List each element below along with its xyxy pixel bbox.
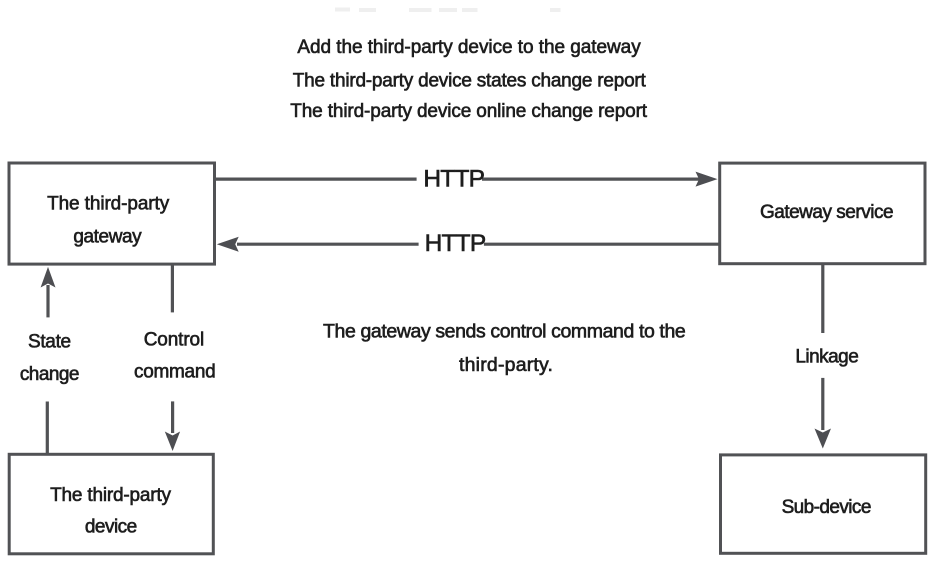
svg-text:State: State bbox=[28, 332, 71, 353]
svg-text:Linkage: Linkage bbox=[795, 347, 858, 368]
svg-text:The gateway sends control comm: The gateway sends control command to the bbox=[323, 321, 685, 343]
svg-text:The third-party: The third-party bbox=[50, 485, 171, 506]
svg-text:command: command bbox=[134, 361, 215, 382]
svg-text:gateway: gateway bbox=[73, 227, 142, 248]
svg-text:change: change bbox=[20, 364, 79, 385]
svg-text:Gateway service: Gateway service bbox=[760, 202, 893, 223]
svg-text:device: device bbox=[85, 517, 137, 538]
svg-text:third-party.: third-party. bbox=[459, 354, 553, 376]
svg-text:Control: Control bbox=[144, 329, 204, 350]
svg-text:The third-party device online: The third-party device online change rep… bbox=[290, 101, 648, 122]
svg-text:The third-party: The third-party bbox=[47, 193, 170, 214]
svg-text:HTTP: HTTP bbox=[425, 230, 486, 257]
svg-text:Sub-device: Sub-device bbox=[782, 497, 871, 518]
svg-text:Add the third-party device to: Add the third-party device to the gatewa… bbox=[297, 37, 641, 58]
svg-text:HTTP: HTTP bbox=[423, 166, 484, 193]
svg-text:The third-party device states: The third-party device states change rep… bbox=[293, 70, 647, 91]
